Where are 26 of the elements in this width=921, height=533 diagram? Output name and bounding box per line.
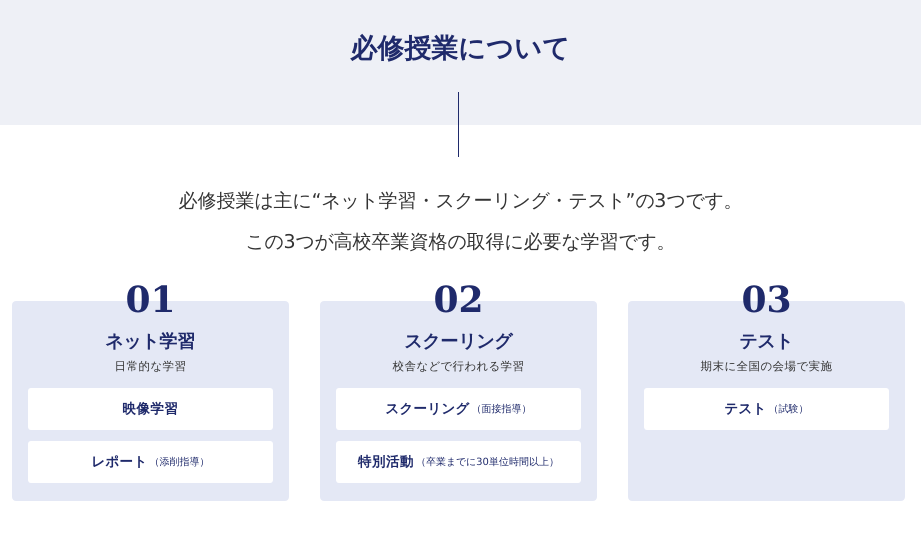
item-label: スクーリング xyxy=(386,400,470,418)
item-label: レポート xyxy=(92,453,148,471)
item-card xyxy=(336,441,581,483)
step-number: 03 xyxy=(740,279,793,321)
item-label: テスト xyxy=(724,400,766,418)
item-note: （添削指導） xyxy=(150,456,210,469)
item-label: 映像学習 xyxy=(122,400,178,418)
item-card xyxy=(644,388,889,430)
page-title: 必修授業について xyxy=(349,32,572,66)
intro-text: この3つが高校卒業資格の取得に必要な学習です。 xyxy=(244,230,677,255)
intro-text: 必修授業は主に“ネット学習・スクーリング・テスト”の3つです。 xyxy=(178,189,744,214)
item-card xyxy=(28,441,273,483)
card-heading: テスト xyxy=(738,330,794,353)
card-heading: スクーリング xyxy=(404,330,514,353)
card-subtitle: 日常的な学習 xyxy=(114,359,188,374)
step-number: 01 xyxy=(124,279,177,321)
item-label: 特別活動 xyxy=(358,453,414,471)
item-note: （卒業までに30単位時間以上） xyxy=(416,456,559,469)
card-subtitle: 校舎などで行われる学習 xyxy=(392,359,526,374)
card-heading: ネット学習 xyxy=(104,330,196,353)
item-note: （試験） xyxy=(768,402,808,416)
card-subtitle: 期末に全国の会場で実施 xyxy=(700,359,834,374)
item-card xyxy=(28,388,273,430)
item-note: （面接指導） xyxy=(472,402,532,416)
item-card xyxy=(336,388,581,430)
step-number: 02 xyxy=(432,279,485,321)
